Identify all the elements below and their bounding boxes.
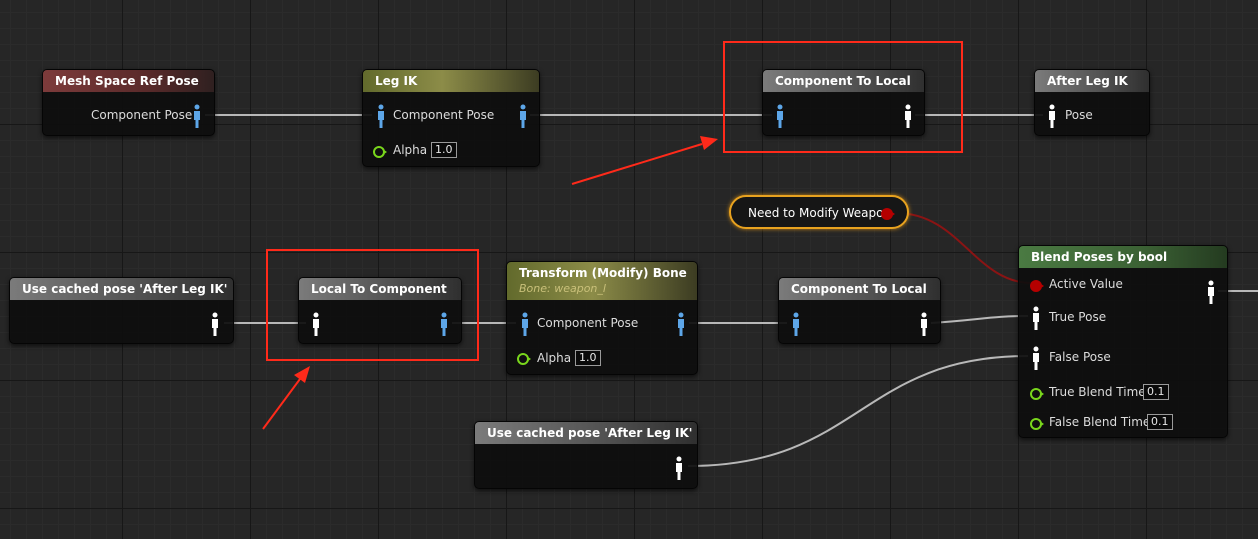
highlight-box-local-to-component: [266, 249, 479, 361]
circle-green-icon[interactable]: [517, 353, 531, 365]
wire-ctl-truepose: [930, 315, 1029, 324]
circle-green-icon[interactable]: [1030, 418, 1044, 430]
node-title: Mesh Space Ref Pose: [43, 70, 214, 92]
pin-label-false-pose: False Pose: [1049, 350, 1111, 364]
person-blue-icon[interactable]: [520, 312, 530, 336]
node-title: Blend Poses by bool: [1019, 246, 1227, 268]
person-white-icon[interactable]: [674, 456, 684, 480]
person-white-icon[interactable]: [1031, 346, 1041, 370]
person-white-icon[interactable]: [210, 312, 220, 336]
pin-label-false-blend-time: False Blend Time: [1049, 415, 1151, 429]
person-white-icon[interactable]: [919, 312, 929, 336]
true-blend-time-input[interactable]: 0.1: [1143, 384, 1169, 400]
node-component-to-local[interactable]: Component To Local: [762, 69, 925, 136]
person-blue-icon[interactable]: [376, 104, 386, 128]
person-white-icon[interactable]: [903, 104, 913, 128]
node-title: Transform (Modify) Bone: [519, 266, 687, 280]
circle-green-icon[interactable]: [1030, 388, 1044, 400]
node-subtitle: Bone: weapon_l: [519, 282, 606, 295]
node-component-to-local[interactable]: Component To Local: [778, 277, 941, 344]
pin-label-component-pose: Component Pose: [537, 316, 639, 330]
person-white-icon[interactable]: [1047, 104, 1057, 128]
node-blend-poses-by-bool[interactable]: Blend Poses by bool Active Value True Po…: [1018, 245, 1228, 438]
node-title: Use cached pose 'After Leg IK': [475, 422, 697, 444]
person-blue-icon[interactable]: [192, 104, 202, 128]
person-white-icon[interactable]: [1206, 280, 1216, 304]
person-blue-icon[interactable]: [775, 104, 785, 128]
pin-label-active-value: Active Value: [1049, 277, 1123, 291]
person-blue-icon[interactable]: [791, 312, 801, 336]
person-blue-icon[interactable]: [439, 312, 449, 336]
annotation-arrow: [571, 136, 718, 185]
person-blue-icon[interactable]: [518, 104, 528, 128]
pin-label-component-pose: Component Pose: [393, 108, 495, 122]
node-title: Local To Component: [299, 278, 461, 300]
wire-cached-falsepose: [687, 355, 1029, 467]
annotation-arrow: [262, 366, 310, 430]
circle-red-icon[interactable]: [881, 208, 895, 220]
circle-green-icon[interactable]: [373, 146, 387, 158]
wire-bool-activevalue: [895, 212, 1033, 284]
circle-red-icon[interactable]: [1030, 280, 1044, 292]
node-transform-modify-bone[interactable]: Transform (Modify) Bone Bone: weapon_l C…: [506, 261, 698, 375]
pin-label-true-pose: True Pose: [1049, 310, 1107, 324]
pin-label-alpha: Alpha: [393, 143, 428, 157]
node-title: After Leg IK: [1035, 70, 1149, 92]
node-after-leg-ik[interactable]: After Leg IK Pose: [1034, 69, 1150, 136]
node-mesh-space-ref-pose[interactable]: Mesh Space Ref Pose Component Pose: [42, 69, 215, 136]
node-local-to-component[interactable]: Local To Component: [298, 277, 462, 344]
node-use-cached-pose[interactable]: Use cached pose 'After Leg IK': [9, 277, 234, 344]
pin-label-alpha: Alpha: [537, 351, 572, 365]
node-leg-ik[interactable]: Leg IK Component Pose Alpha 1.0: [362, 69, 540, 167]
variable-label: Need to Modify Weapon: [748, 206, 892, 220]
alpha-value-input[interactable]: 1.0: [575, 350, 601, 366]
pin-label-pose: Pose: [1065, 108, 1093, 122]
node-title: Use cached pose 'After Leg IK': [10, 278, 233, 300]
variable-need-to-modify-weapon[interactable]: Need to Modify Weapon: [729, 195, 909, 229]
alpha-value-input[interactable]: 1.0: [431, 142, 457, 158]
person-white-icon[interactable]: [311, 312, 321, 336]
pin-label-component-pose: Component Pose: [91, 108, 193, 122]
person-white-icon[interactable]: [1031, 306, 1041, 330]
node-title: Leg IK: [363, 70, 539, 92]
node-title: Component To Local: [763, 70, 924, 92]
pin-label-true-blend-time: True Blend Time: [1049, 385, 1146, 399]
node-title-block: Transform (Modify) Bone Bone: weapon_l: [507, 262, 697, 300]
person-blue-icon[interactable]: [676, 312, 686, 336]
node-title: Component To Local: [779, 278, 940, 300]
false-blend-time-input[interactable]: 0.1: [1147, 414, 1173, 430]
node-use-cached-pose[interactable]: Use cached pose 'After Leg IK': [474, 421, 698, 489]
highlight-box-component-to-local: [723, 41, 963, 153]
